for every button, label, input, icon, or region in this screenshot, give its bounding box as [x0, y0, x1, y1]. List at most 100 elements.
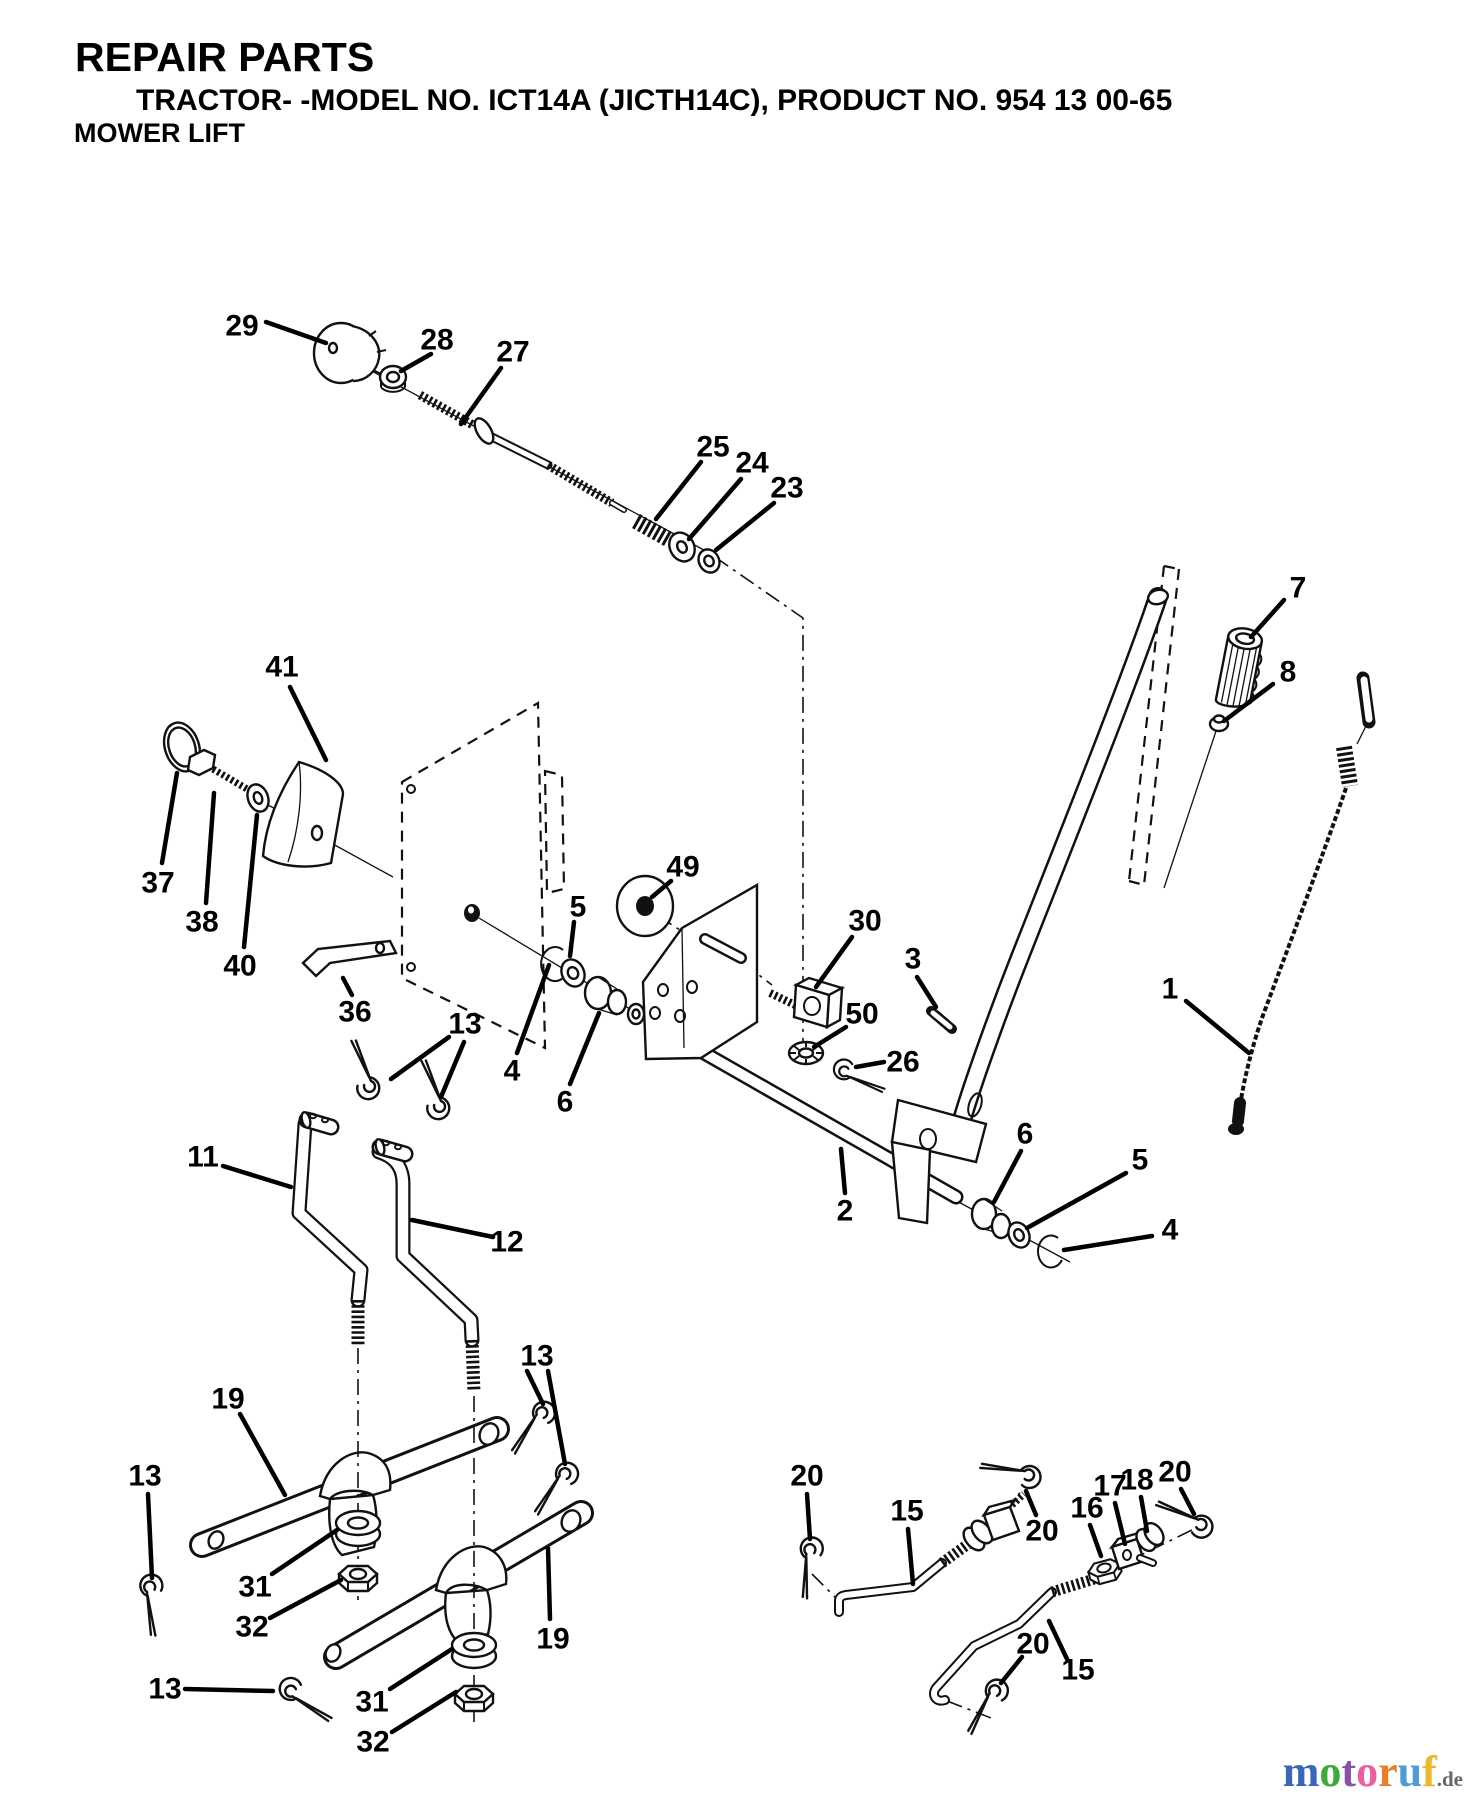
callout-19: 19: [536, 1545, 570, 1656]
svg-text:12: 12: [490, 1226, 523, 1259]
callout-19: 19: [211, 1383, 288, 1498]
shaft-right-hardware: [970, 1197, 1063, 1269]
callout-2: 2: [837, 1146, 853, 1228]
callout-12: 12: [409, 1217, 524, 1259]
callout-37: 37: [141, 770, 180, 900]
svg-text:6: 6: [557, 1086, 574, 1119]
lift-adjustment-rod-assembly: [312, 321, 721, 574]
callout-1: 1: [1162, 973, 1252, 1056]
svg-text:24: 24: [735, 447, 769, 480]
svg-text:25: 25: [696, 431, 729, 464]
grip-7: [1214, 627, 1264, 708]
svg-text:5: 5: [1132, 1144, 1149, 1177]
motoruf-watermark: motoruf.de: [1283, 1750, 1463, 1794]
callout-23: 23: [713, 472, 804, 553]
callout-41: 41: [265, 651, 329, 763]
callout-16: 16: [1070, 1492, 1104, 1559]
svg-text:20: 20: [790, 1460, 823, 1493]
watermark-letter: u: [1397, 1747, 1423, 1796]
callout-20: 20: [1023, 1488, 1059, 1548]
washer-5: [560, 958, 586, 988]
svg-text:30: 30: [848, 905, 881, 938]
callout-31: 31: [238, 1527, 340, 1604]
hairpin-20: [977, 1437, 1047, 1508]
svg-text:15: 15: [890, 1495, 923, 1528]
watermark-letter: f: [1422, 1747, 1437, 1796]
callout-38: 38: [185, 790, 219, 939]
lever-pivot-bracket: [890, 1092, 988, 1225]
nut-32: [453, 1684, 495, 1713]
lock-washer-50: [787, 1040, 825, 1066]
svg-text:49: 49: [666, 851, 699, 884]
washer-40: [246, 783, 270, 813]
callout-17: 17: [1093, 1470, 1128, 1547]
svg-text:19: 19: [536, 1623, 569, 1656]
watermark-suffix: .de: [1436, 1767, 1463, 1791]
lift-cable-1: [1228, 671, 1376, 1135]
svg-text:23: 23: [770, 472, 803, 505]
callout-28: 28: [398, 324, 454, 374]
callout-3: 3: [905, 943, 939, 1010]
svg-text:36: 36: [338, 996, 371, 1029]
callout-20: 20: [790, 1460, 824, 1542]
hairpin-13: [117, 1569, 186, 1639]
svg-text:18: 18: [1120, 1464, 1153, 1497]
callout-6: 6: [991, 1118, 1033, 1205]
callout-8: 8: [1221, 656, 1297, 724]
callout-30: 30: [813, 905, 882, 990]
spacer-31: [334, 1509, 382, 1548]
snap-ring-4: [540, 946, 568, 983]
spring-25: [632, 514, 672, 546]
mounting-panel-outline: [400, 701, 566, 1050]
callout-18: 18: [1120, 1464, 1154, 1534]
nut-23: [697, 548, 721, 574]
callout-26: 26: [853, 1046, 920, 1079]
spacer-31: [450, 1631, 498, 1670]
svg-text:31: 31: [238, 1571, 271, 1604]
svg-text:13: 13: [520, 1340, 553, 1373]
trunnion-bolt-30: [768, 976, 846, 1030]
watermark-letter: t: [1341, 1747, 1357, 1796]
svg-text:13: 13: [128, 1460, 161, 1493]
svg-text:20: 20: [1158, 1456, 1191, 1489]
page-title: REPAIR PARTS: [75, 34, 375, 80]
svg-text:16: 16: [1070, 1492, 1103, 1525]
link-rod-12: [371, 1138, 481, 1393]
callout-13: 13: [388, 1008, 482, 1100]
svg-text:7: 7: [1290, 572, 1307, 605]
callout-32: 32: [356, 1689, 459, 1759]
callout-25: 25: [653, 431, 730, 522]
callout-20: 20: [998, 1628, 1050, 1686]
trunnion-17: [1108, 1529, 1157, 1571]
hairpin-26: [829, 1047, 887, 1108]
svg-text:41: 41: [265, 651, 298, 684]
svg-text:8: 8: [1280, 656, 1297, 689]
svg-text:20: 20: [1025, 1515, 1058, 1548]
bracket-36: [301, 939, 398, 978]
model-line: TRACTOR- -MODEL NO. ICT14A (JICTH14C), P…: [136, 84, 1173, 117]
lift-lever: [890, 564, 1181, 1225]
svg-text:3: 3: [905, 943, 922, 976]
svg-text:31: 31: [355, 1686, 388, 1719]
svg-text:50: 50: [845, 998, 878, 1031]
callout-24: 24: [686, 447, 769, 542]
link-rod-11: [291, 1111, 369, 1345]
svg-text:27: 27: [496, 336, 529, 369]
callout-40: 40: [223, 812, 260, 983]
svg-text:40: 40: [223, 950, 256, 983]
svg-text:26: 26: [886, 1046, 919, 1079]
svg-text:15: 15: [1061, 1654, 1094, 1687]
callout-4: 4: [504, 962, 552, 1088]
snap-ring-4: [1037, 1234, 1063, 1269]
bushing-6: [970, 1197, 1012, 1240]
svg-text:13: 13: [148, 1673, 181, 1706]
callout-20: 20: [1158, 1456, 1197, 1517]
lift-arm-19-lower: [323, 1500, 594, 1670]
svg-text:4: 4: [504, 1055, 521, 1088]
callout-6: 6: [557, 1010, 602, 1119]
washer-5: [1007, 1221, 1031, 1249]
watermark-letter: o: [1356, 1747, 1379, 1796]
section-title: MOWER LIFT: [74, 118, 245, 148]
